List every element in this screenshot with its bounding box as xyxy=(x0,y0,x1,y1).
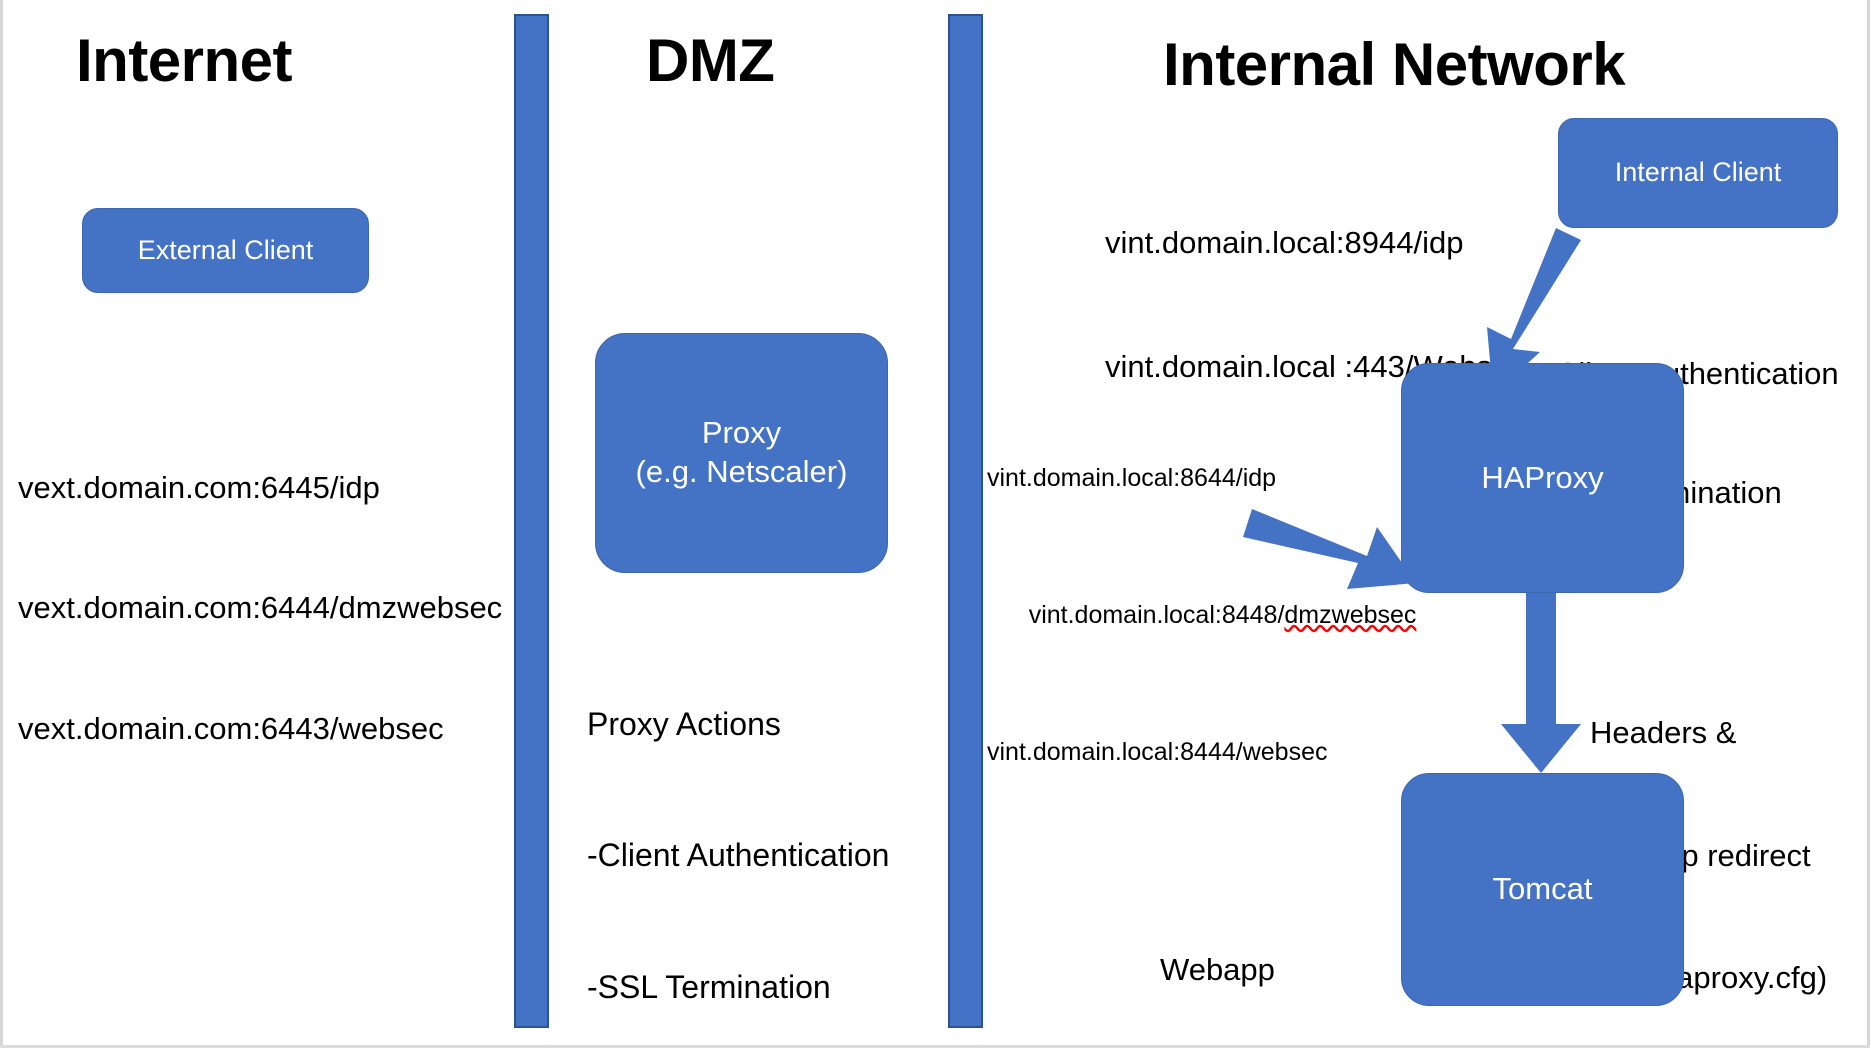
node-proxy-label-line-1: Proxy xyxy=(701,415,782,451)
node-internal-client[interactable]: Internal Client xyxy=(1558,118,1838,228)
headers-note-line-1: Headers & xyxy=(1590,714,1737,750)
webapp-note-text: Webapp configuration (See server.xml) xyxy=(1160,868,1386,1045)
zone-title-dmz: DMZ xyxy=(646,27,775,94)
webapp-note-line-1: Webapp xyxy=(1160,951,1275,987)
proxy-action-item-2: -SSL Termination xyxy=(587,968,831,1005)
proxy-actions-heading: Proxy Actions xyxy=(587,705,781,742)
node-haproxy[interactable]: HAProxy xyxy=(1401,363,1684,593)
proxy-actions-text: Proxy Actions -Client Authentication -SS… xyxy=(587,615,921,1045)
divider-dmz-internal xyxy=(948,14,983,1028)
external-urls-text: vext.domain.com:6445/idp vext.domain.com… xyxy=(18,387,502,830)
haproxy-url-line-2: vint.domain.local:8448/dmzwebsec xyxy=(987,563,1417,666)
node-external-client-label: External Client xyxy=(137,234,314,265)
page-right-border xyxy=(1867,0,1870,1045)
node-haproxy-label: HAProxy xyxy=(1481,459,1604,495)
page-left-border xyxy=(0,0,3,1045)
node-external-client[interactable]: External Client xyxy=(82,208,369,293)
zone-title-internal-network: Internal Network xyxy=(1163,31,1626,98)
haproxy-url-misspelled-token: dmzwebsec xyxy=(1284,600,1417,629)
node-internal-client-label: Internal Client xyxy=(1614,157,1782,188)
haproxy-url-line-2-prefix: vint.domain.local:8448/ xyxy=(1028,600,1285,629)
internal-client-url-line-1: vint.domain.local:8944/idp xyxy=(1105,225,1464,261)
node-proxy-label-line-2: (e.g. Netscaler) xyxy=(635,454,848,489)
proxy-action-item-1: -Client Authentication xyxy=(587,837,890,874)
node-tomcat-label: Tomcat xyxy=(1492,871,1593,907)
internal-client-urls-text: vint.domain.local:8944/idp vint.domain.l… xyxy=(1105,140,1525,470)
haproxy-url-line-1: vint.domain.local:8644/idp xyxy=(987,463,1277,492)
external-url-line-3: vext.domain.com:6443/websec xyxy=(18,711,444,747)
external-url-line-1: vext.domain.com:6445/idp xyxy=(18,469,380,505)
node-tomcat[interactable]: Tomcat xyxy=(1401,773,1684,1006)
divider-internet-dmz xyxy=(514,14,549,1028)
haproxy-url-line-3: vint.domain.local:8444/websec xyxy=(987,737,1328,766)
arrow-haproxy-to-tomcat xyxy=(1501,593,1581,773)
external-url-line-2: vext.domain.com:6444/dmzwebsec xyxy=(18,590,503,626)
node-proxy[interactable]: Proxy (e.g. Netscaler) xyxy=(595,333,888,573)
zone-title-internet: Internet xyxy=(76,27,293,94)
haproxy-urls-text: vint.domain.local:8644/idp vint.domain.l… xyxy=(987,392,1416,837)
